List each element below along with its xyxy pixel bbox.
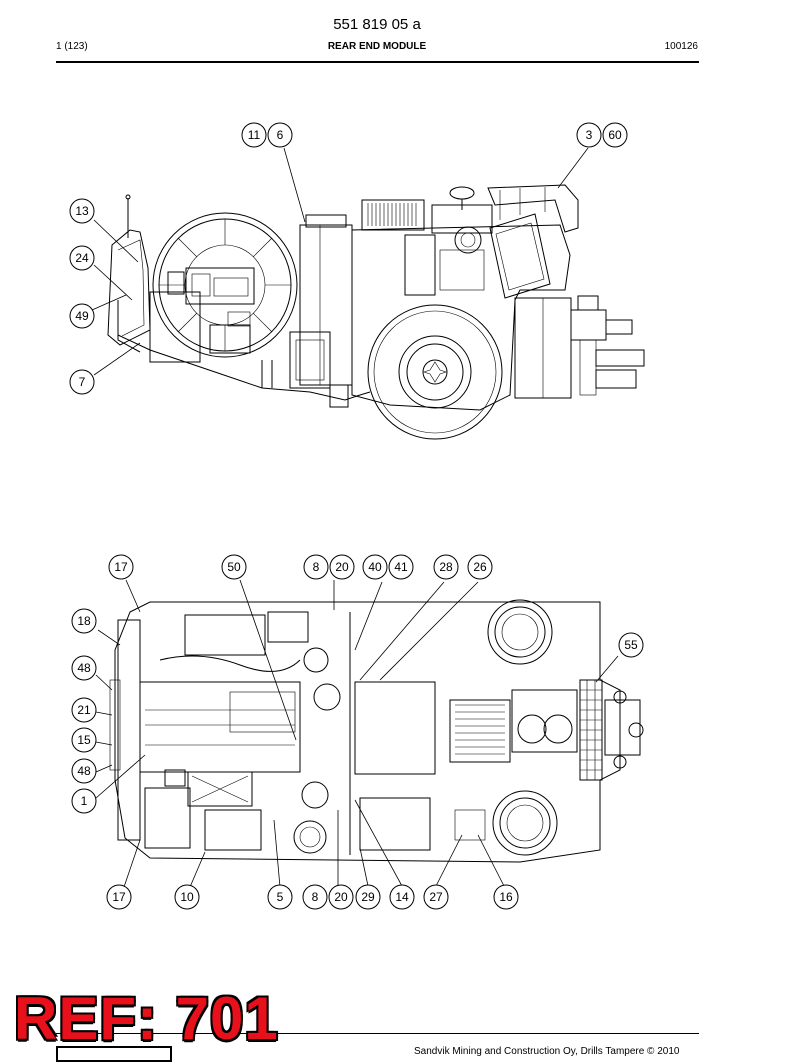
page-index: 1 (123) xyxy=(56,41,88,52)
document-number: 551 819 05 a xyxy=(333,16,421,33)
callout-20-bottom: 20 xyxy=(328,884,354,910)
callout-8-bottom: 8 xyxy=(302,884,328,910)
leader-lines xyxy=(91,147,619,888)
svg-text:49: 49 xyxy=(75,309,89,323)
svg-text:40: 40 xyxy=(368,560,382,574)
svg-text:17: 17 xyxy=(112,890,126,904)
svg-text:21: 21 xyxy=(77,703,91,717)
footer-rule xyxy=(56,1033,699,1034)
callout-1: 1 xyxy=(71,788,97,814)
svg-text:10: 10 xyxy=(180,890,194,904)
callout-8-top: 8 xyxy=(303,554,329,580)
callout-27: 27 xyxy=(423,884,449,910)
callout-60: 60 xyxy=(602,122,628,148)
callout-29: 29 xyxy=(355,884,381,910)
callout-20-top: 20 xyxy=(329,554,355,580)
callout-24: 24 xyxy=(69,245,95,271)
svg-text:5: 5 xyxy=(277,890,284,904)
callout-48-lower: 48 xyxy=(71,758,97,784)
svg-text:7: 7 xyxy=(79,375,86,389)
callout-28: 28 xyxy=(433,554,459,580)
svg-text:6: 6 xyxy=(277,128,284,142)
section-title: REAR END MODULE xyxy=(327,41,427,52)
svg-text:11: 11 xyxy=(248,128,261,142)
svg-text:48: 48 xyxy=(77,764,91,778)
rear-grid-hatch xyxy=(580,680,602,780)
svg-text:8: 8 xyxy=(313,560,320,574)
callout-3: 3 xyxy=(576,122,602,148)
svg-text:24: 24 xyxy=(75,251,89,265)
top-view-drawing xyxy=(109,599,644,863)
side-view-callouts: 11 6 3 60 13 24 49 7 xyxy=(69,122,628,395)
callout-17-bottom: 17 xyxy=(106,884,132,910)
svg-text:41: 41 xyxy=(394,560,408,574)
svg-text:8: 8 xyxy=(312,890,319,904)
callout-48-upper: 48 xyxy=(71,655,97,681)
svg-text:18: 18 xyxy=(77,614,91,628)
header-rule xyxy=(56,61,699,63)
callout-14: 14 xyxy=(389,884,415,910)
reference-stamp: REF: 701 xyxy=(14,985,279,1052)
callout-10: 10 xyxy=(174,884,200,910)
callout-17-top: 17 xyxy=(108,554,134,580)
svg-text:20: 20 xyxy=(334,890,348,904)
callout-41: 41 xyxy=(388,554,414,580)
svg-text:50: 50 xyxy=(227,560,241,574)
svg-text:14: 14 xyxy=(395,890,409,904)
callout-15: 15 xyxy=(71,727,97,753)
svg-text:26: 26 xyxy=(473,560,487,574)
callout-21: 21 xyxy=(71,697,97,723)
svg-text:17: 17 xyxy=(114,560,128,574)
svg-text:60: 60 xyxy=(608,128,622,142)
svg-text:29: 29 xyxy=(361,890,375,904)
radiator-grille xyxy=(367,203,417,226)
svg-text:20: 20 xyxy=(335,560,349,574)
svg-text:28: 28 xyxy=(439,560,453,574)
callout-7: 7 xyxy=(69,369,95,395)
side-view-drawing xyxy=(107,184,645,440)
svg-text:55: 55 xyxy=(624,638,638,652)
date-code: 100126 xyxy=(664,41,698,52)
callout-16: 16 xyxy=(493,884,519,910)
top-view-callouts: 17 50 8 20 40 41 28 26 18 55 48 21 15 48… xyxy=(71,554,644,910)
footer-copyright: Sandvik Mining and Construction Oy, Dril… xyxy=(414,1046,680,1057)
callout-5: 5 xyxy=(267,884,293,910)
engine-cylinder-head xyxy=(455,704,505,755)
svg-text:1: 1 xyxy=(81,794,88,808)
callout-11: 11 xyxy=(241,122,267,148)
callout-6: 6 xyxy=(267,122,293,148)
svg-text:16: 16 xyxy=(499,890,513,904)
svg-text:3: 3 xyxy=(586,128,593,142)
callout-50: 50 xyxy=(221,554,247,580)
callout-13: 13 xyxy=(69,198,95,224)
callout-49: 49 xyxy=(69,303,95,329)
callout-55: 55 xyxy=(618,632,644,658)
callout-40: 40 xyxy=(362,554,388,580)
callout-26: 26 xyxy=(467,554,493,580)
svg-text:27: 27 xyxy=(429,890,443,904)
callout-18: 18 xyxy=(71,608,97,634)
svg-text:15: 15 xyxy=(77,733,91,747)
svg-text:48: 48 xyxy=(77,661,91,675)
svg-text:13: 13 xyxy=(75,204,89,218)
